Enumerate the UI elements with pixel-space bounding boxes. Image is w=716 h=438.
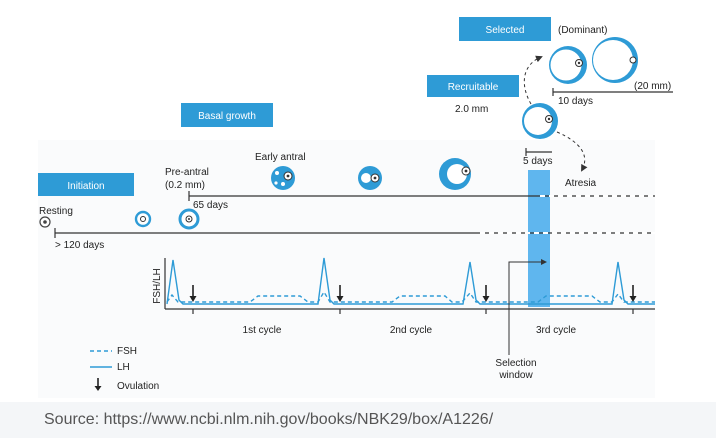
duration-5-days: 5 days [523,156,552,167]
cycle-label-1: 1st cycle [243,325,282,336]
atresia-label: Atresia [565,178,597,189]
resting-follicle-icon [39,216,51,228]
resting-label: Resting [39,206,73,217]
ovulation-arrow-3 [482,285,490,302]
dominant-size-label: (20 mm) [634,81,671,92]
duration-65-days: 65 days [193,200,228,211]
selected-box [459,17,551,41]
recruitable-size-label: 2.0 mm [455,104,488,115]
legend-ovulation-arrow-icon [94,378,102,391]
fsh-curve [166,290,655,303]
cycle-label-2: 2nd cycle [390,325,433,336]
ovulation-arrow-4 [629,285,637,302]
selection-window-pointer-head [541,259,547,265]
diagram-background [38,140,655,398]
lh-curve [166,257,655,305]
cycle-label-3: 3rd cycle [536,325,576,336]
source-citation: Source: https://www.ncbi.nlm.nih.gov/boo… [44,411,494,428]
primary-follicle-icon [134,210,152,228]
pre-antral-size-label: (0.2 mm) [165,180,205,191]
legend-lh-label: LH [117,362,130,373]
selected-label: Selected [486,25,525,36]
selection-window-pointer [508,261,541,355]
duration-120-days: > 120 days [55,240,104,251]
hormone-y-label: FSH/LH [152,268,163,304]
source-band [0,402,716,438]
pre-antral-label: Pre-antral [165,167,209,178]
antral-follicle-icon [358,166,382,190]
preantral-follicle-icon [178,208,200,230]
basal-growth-box [181,103,273,127]
atresia-arrow [556,131,588,172]
selection-window-label-2: window [498,370,533,381]
selection-window-label-1: Selection [495,358,536,369]
recruitable-follicle-icon [522,103,558,139]
basal-growth-label: Basal growth [198,111,256,122]
early-antral-label: Early antral [255,152,306,163]
cycle-ticks [192,309,634,314]
ovulation-arrow-2 [336,285,344,302]
recruitable-label: Recruitable [448,82,499,93]
selected-follicle-icon [549,46,587,84]
ovulation-arrow-1 [189,285,197,302]
initiation-label: Initiation [67,181,104,192]
dominant-follicle-icon [592,37,638,83]
legend-fsh-label: FSH [117,346,137,357]
selection-window-band [528,170,550,307]
duration-10-days: 10 days [558,96,593,107]
early-antral-follicle-icon [271,166,295,190]
selection-arrow [523,55,543,105]
large-antral-follicle-icon [439,158,471,190]
legend-ovulation-label: Ovulation [117,381,159,392]
recruitable-box [427,75,519,97]
dominant-label: (Dominant) [558,25,607,36]
initiation-box [38,173,134,196]
